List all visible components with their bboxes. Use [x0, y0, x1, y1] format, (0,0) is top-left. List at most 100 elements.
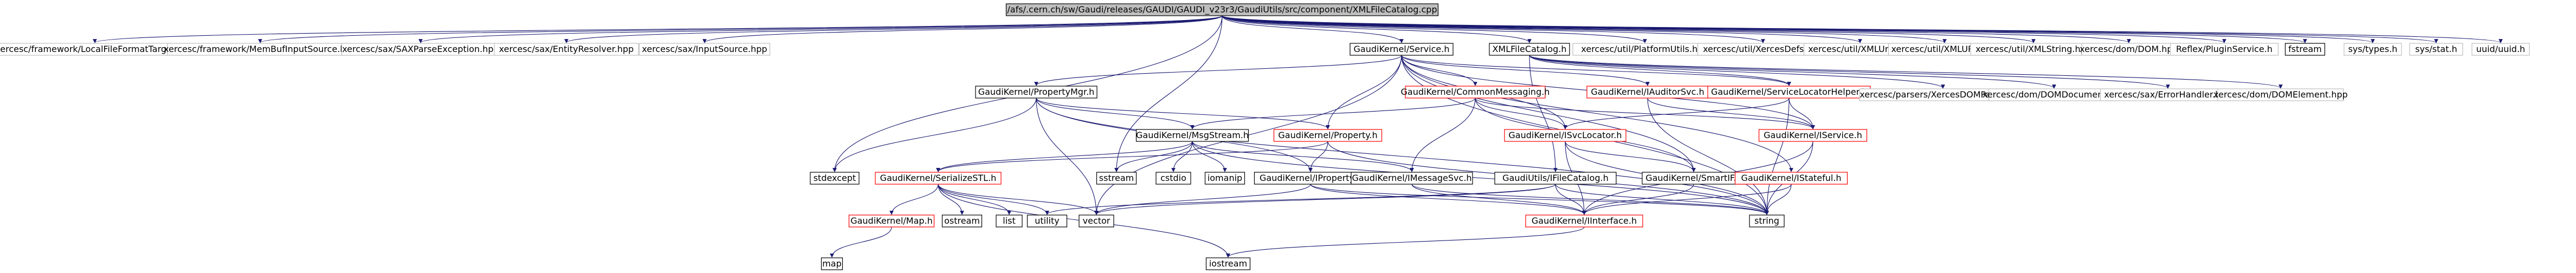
node-gaudikernel-service-h[interactable]: GaudiKernel/Service.h [1350, 43, 1454, 56]
node-gaudikernel-iservice-h[interactable]: GaudiKernel/IService.h [1758, 129, 1868, 142]
node-string[interactable]: string [1749, 214, 1785, 227]
edge-n21-to-n30 [1647, 98, 1815, 129]
edge-n38-to-n46 [1555, 184, 1586, 215]
node-xercesc-util-xmlstring-hpp: xercesc/util/XMLString.hpp [1970, 43, 2097, 56]
node-label: GaudiKernel/PropertyMgr.h [978, 87, 1095, 97]
node-label: GaudiKernel/Map.h [850, 216, 933, 226]
edge-root-to-n18 [1222, 15, 2503, 43]
node-gaudiutils-ifilecatalog-h[interactable]: GaudiUtils/IFileCatalog.h [1494, 172, 1617, 185]
node-label: XMLFileCatalog.h [1492, 44, 1566, 54]
node-label: xercesc/dom/DOMDocument.hpp [1983, 89, 2126, 100]
edge-root-to-n11 [1222, 15, 1947, 43]
node-gaudikernel-isvclocator-h[interactable]: GaudiKernel/ISvcLocator.h [1504, 129, 1626, 142]
node-box [1525, 214, 1643, 227]
node-label: string [1754, 216, 1779, 226]
node-label: GaudiKernel/MsgStream.h [1136, 130, 1249, 140]
node-box [1273, 129, 1383, 142]
node-box [1155, 172, 1191, 185]
edge-n40-to-n46 [1582, 184, 1792, 215]
node-gaudikernel-property-h[interactable]: GaudiKernel/Property.h [1273, 129, 1383, 142]
node-ostream[interactable]: ostream [941, 214, 983, 227]
edge-n29-to-n39 [1565, 141, 1696, 172]
node-gaudikernel-smartif-h[interactable]: GaudiKernel/SmartIF.h [1642, 172, 1746, 185]
node-sys-types-h: sys/types.h [2343, 43, 2402, 56]
edge-n19-to-n31 [832, 98, 1037, 172]
node-label: GaudiUtils/IFileCatalog.h [1502, 173, 1609, 183]
node-box [941, 214, 983, 227]
node-box [1351, 172, 1473, 185]
node-label: xercesc/sax/SAXParseException.hpp [342, 44, 499, 54]
edge-n19-to-n28 [1036, 98, 1330, 129]
node-fstream[interactable]: fstream [2284, 43, 2326, 56]
edge-root-to-n4 [564, 15, 1223, 43]
node-gaudikernel-istateful-h[interactable]: GaudiKernel/IStateful.h [1734, 172, 1848, 185]
node-box [638, 43, 771, 56]
edge-n27-to-n47 [1192, 141, 1769, 215]
node-label: xercesc/dom/DOM.hpp [2080, 44, 2178, 54]
node-cstdio[interactable]: cstdio [1155, 172, 1191, 185]
edge-n7-to-n38 [1529, 55, 1558, 172]
node-stdexcept[interactable]: stdexcept [810, 172, 860, 185]
node-gaudikernel-iproperty-h[interactable]: GaudiKernel/IProperty.h [1254, 172, 1367, 185]
edge-n7-to-n24 [1529, 55, 2056, 89]
node-utility[interactable]: utility [1026, 214, 1068, 227]
edge-root-to-n12 [1222, 15, 2036, 43]
node-reflex-pluginservice-h: Reflex/PluginService.h [2170, 43, 2279, 56]
edge-n39-to-n46 [1582, 184, 1694, 215]
node-xercesc-sax-inputsource-hpp: xercesc/sax/InputSource.hpp [638, 43, 771, 56]
node-box [848, 214, 935, 227]
node-xercesc-dom-domdocument-hpp: xercesc/dom/DOMDocument.hpp [1983, 88, 2126, 101]
node-sstream[interactable]: sstream [1096, 172, 1137, 185]
node-label: xercesc/util/XercesDefs.hpp [1703, 44, 1823, 54]
edge-n28-to-n32 [936, 141, 1328, 172]
edge-n27-to-n34 [1171, 141, 1193, 172]
node-xmlfilecatalog-h[interactable]: XMLFileCatalog.h [1489, 43, 1570, 56]
node-box [2284, 43, 2326, 56]
node-gaudikernel-iauditorsvc-h[interactable]: GaudiKernel/IAuditorSvc.h [1586, 86, 1709, 99]
edge-n32-to-n41 [889, 184, 939, 215]
edge-n20-to-n37 [1410, 98, 1476, 172]
edge-n7-to-n22 [1529, 55, 1791, 86]
node-iostream[interactable]: iostream [1205, 257, 1251, 270]
node-label: GaudiKernel/IAuditorSvc.h [1591, 87, 1704, 97]
node-xercesc-sax-saxparseexception-hpp: xercesc/sax/SAXParseException.hpp [341, 43, 500, 56]
node-xercesc-framework-localfileformattarget-hpp: xercesc/framework/LocalFileFormatTarget.… [0, 43, 197, 56]
node-label: xercesc/parsers/XercesDOMParser.hpp [1860, 89, 2026, 100]
node-box [1734, 172, 1848, 185]
edge-n38-to-n45 [1094, 184, 1556, 215]
node-list[interactable]: list [996, 214, 1023, 227]
node-label: stdexcept [814, 173, 856, 183]
node-gaudikernel-map-h[interactable]: GaudiKernel/Map.h [848, 214, 935, 227]
node-box [1489, 43, 1570, 56]
node-map[interactable]: map [821, 257, 843, 270]
node-gaudikernel-commonmessaging-h[interactable]: GaudiKernel/CommonMessaging.h [1401, 86, 1550, 99]
edge-root-to-n1 [93, 15, 1223, 43]
node-label: GaudiKernel/SmartIF.h [1645, 173, 1742, 183]
node-gaudikernel-servicelocatorhelper-h[interactable]: GaudiKernel/ServiceLocatorHelper.h [1707, 86, 1871, 99]
node-gaudikernel-imessagesvc-h[interactable]: GaudiKernel/IMessageSvc.h [1351, 172, 1473, 185]
node-gaudikernel-serializestl-h[interactable]: GaudiKernel/SerializeSTL.h [875, 172, 1002, 185]
node-label: ostream [944, 216, 980, 226]
node-iomanip[interactable]: iomanip [1204, 172, 1245, 185]
node-gaudikernel-iinterface-h[interactable]: GaudiKernel/IInterface.h [1525, 214, 1643, 227]
node-gaudikernel-propertymgr-h[interactable]: GaudiKernel/PropertyMgr.h [975, 86, 1097, 99]
edge-n20-to-n29 [1475, 98, 1567, 129]
edge-n37-to-n47 [1411, 184, 1769, 215]
edge-root-to-n8 [1222, 15, 1647, 43]
node-gaudikernel-msgstream-h[interactable]: GaudiKernel/MsgStream.h [1135, 129, 1249, 142]
edge-n32-to-n45 [938, 184, 1099, 215]
node-box [1079, 214, 1114, 227]
node-xercesc-util-platformutils-hpp: xercesc/util/PlatformUtils.hpp [1572, 43, 1718, 56]
node-box [821, 257, 843, 270]
edge-n19-to-n47 [1036, 98, 1769, 215]
node-label: xercesc/util/XMLUni.hpp [1808, 44, 1912, 54]
edge-n21-to-n47 [1647, 98, 1769, 215]
edge-n22-to-n29 [1563, 98, 1790, 129]
edge-n19-to-n27 [1036, 98, 1195, 129]
edge-n6-to-n21 [1401, 55, 1650, 86]
node-label: GaudiKernel/IStateful.h [1741, 173, 1841, 183]
node-box [1350, 43, 1454, 56]
edge-n37-to-n46 [1411, 184, 1586, 215]
node-vector[interactable]: vector [1079, 214, 1114, 227]
